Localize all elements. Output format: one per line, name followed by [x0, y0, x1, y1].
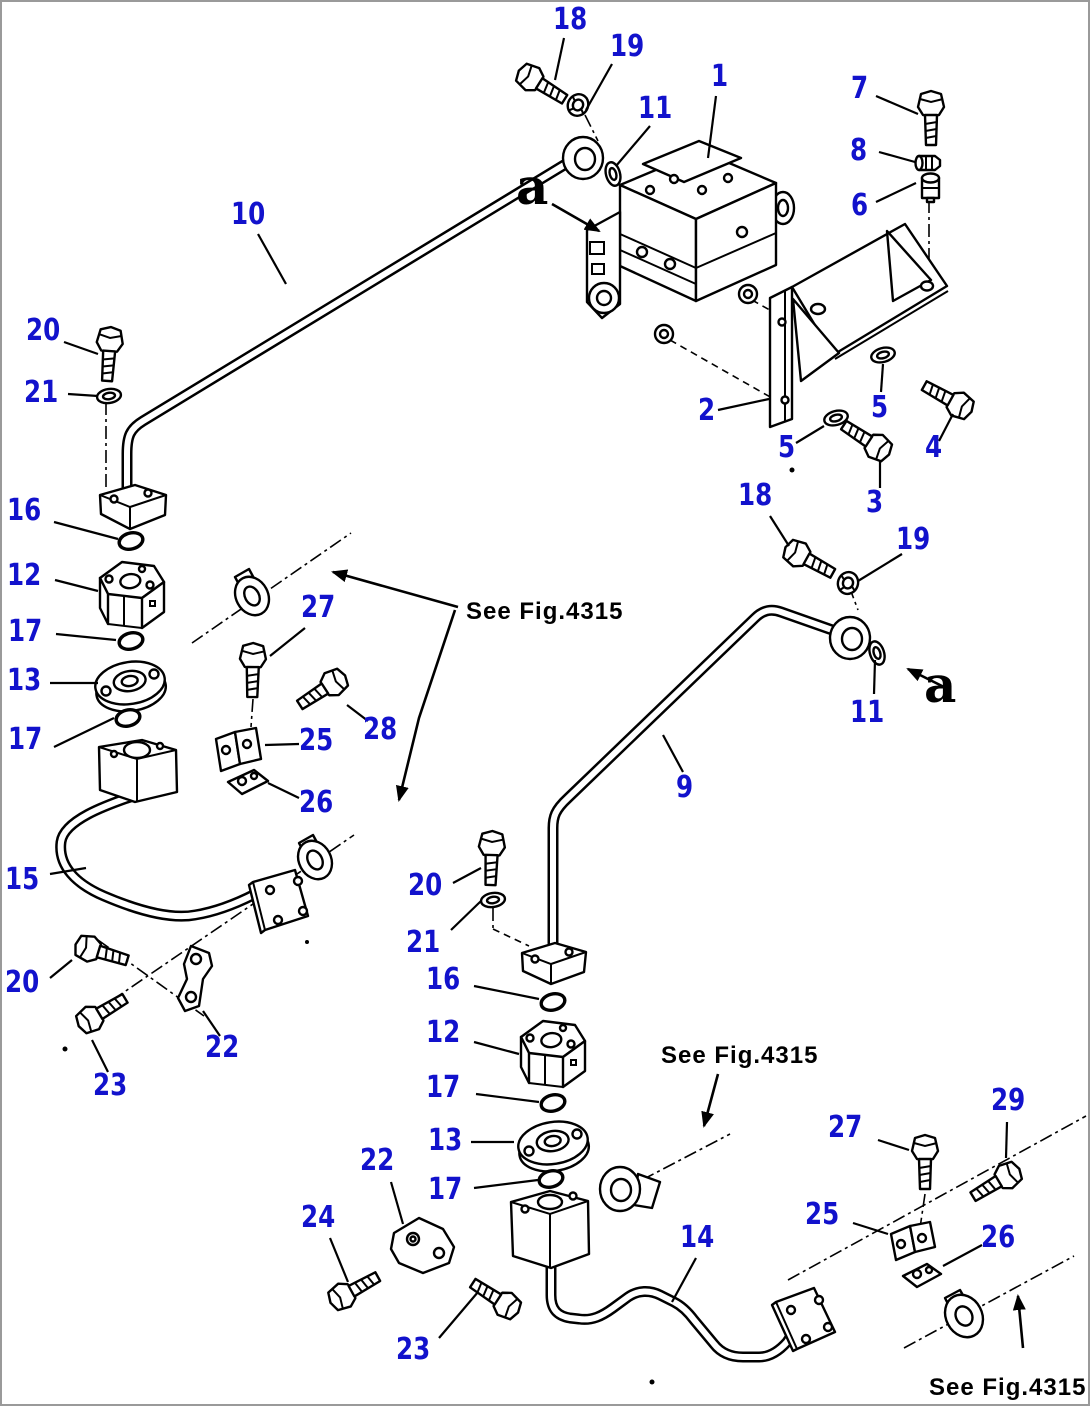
valve-blocks: [90, 560, 594, 1178]
pipe-10: [121, 156, 575, 497]
leader-lines: [49, 37, 1009, 1339]
pipes: [55, 156, 841, 1363]
pipe-9: [547, 604, 841, 949]
pipe-flanges: [98, 483, 837, 1353]
plug-8: [914, 154, 942, 172]
fasteners: [70, 58, 1028, 1325]
mounting-bracket: [768, 222, 949, 429]
reference-arrows: [62, 202, 1026, 1385]
elbow-fittings: [97, 135, 872, 1270]
pipe-14: [545, 1254, 808, 1363]
small-parts: [176, 567, 985, 1339]
pump-assembly: [585, 139, 796, 345]
fitting-6: [920, 172, 941, 204]
o-rings: [114, 531, 567, 1189]
